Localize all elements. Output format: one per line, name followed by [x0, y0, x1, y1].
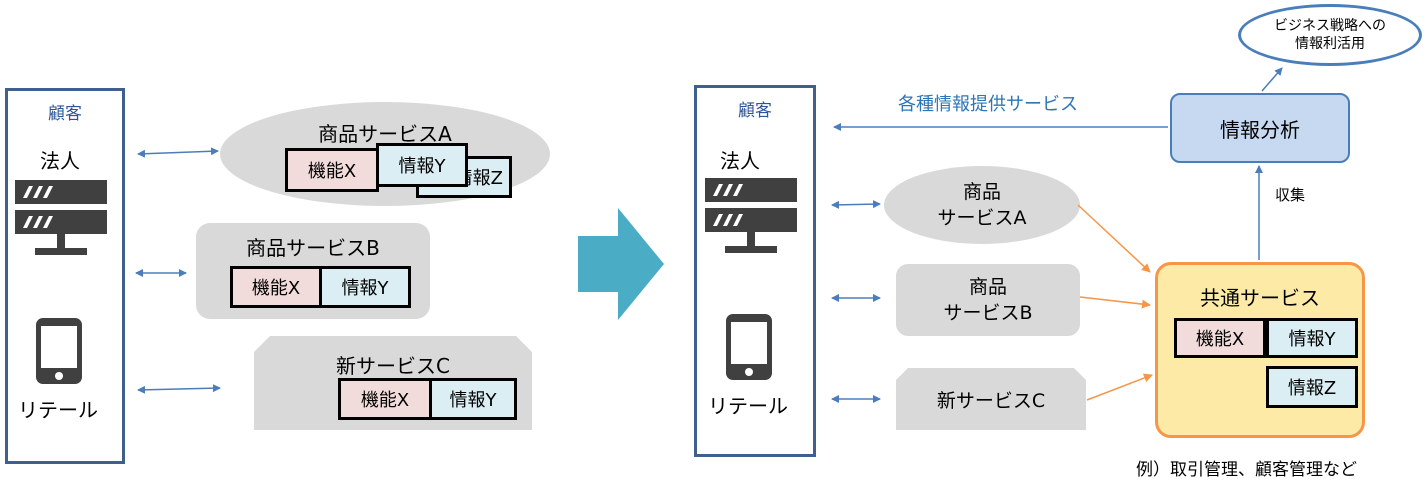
left-retail-label: リテール	[18, 398, 98, 422]
right-service-b-line2: サービスB	[943, 302, 1033, 324]
right-service-b: 商品 サービスB	[896, 264, 1080, 336]
common-service-title: 共通サービス	[1200, 286, 1320, 310]
right-service-c-label: 新サービスC	[936, 389, 1046, 412]
left-service-b-func-label: 機能X	[251, 278, 301, 299]
left-service-b-title: 商品サービスB	[246, 236, 380, 260]
orange-arrow-c	[1086, 373, 1153, 401]
right-service-c-shape	[896, 368, 1086, 430]
strategy-ellipse: ビジネス戦略への 情報利活用	[1238, 4, 1422, 66]
analysis-box: 情報分析	[1170, 93, 1350, 163]
server-icon	[705, 178, 797, 253]
example-text: 例）取引管理、顧客管理など	[1136, 460, 1357, 480]
left-customer-box: 顧客	[5, 88, 125, 464]
right-corporate-label: 法人	[720, 149, 760, 173]
right-customer-title: 顧客	[738, 101, 772, 121]
right-service-a-line2: サービスA	[937, 207, 1027, 229]
right-arrow-a	[831, 200, 881, 209]
right-service-a: 商品 サービスA	[884, 166, 1080, 244]
left-corporate-label: 法人	[40, 149, 80, 173]
strategy-arrow	[1261, 67, 1283, 92]
strategy-line2: 情報利活用	[1295, 36, 1365, 52]
left-customer-title: 顧客	[48, 104, 82, 124]
transition-arrow-icon	[578, 208, 664, 320]
right-customer-box: 顧客	[694, 85, 816, 457]
left-service-c-info-label: 情報Y	[449, 390, 497, 411]
info-service-label: 各種情報提供サービス	[898, 94, 1078, 115]
right-retail-label: リテール	[708, 394, 788, 418]
left-service-b-info: 情報Y	[319, 266, 411, 308]
server-icon	[15, 180, 107, 255]
common-func: 機能X	[1174, 318, 1266, 358]
left-service-c-title: 新サービスC	[336, 354, 450, 378]
left-service-c-func: 機能X	[338, 378, 432, 420]
left-service-a-info: 情報Y	[376, 143, 468, 187]
strategy-line1: ビジネス戦略への	[1274, 18, 1386, 34]
smartphone-icon	[726, 314, 772, 380]
orange-arrow-b	[1079, 296, 1151, 309]
collect-label: 収集	[1275, 186, 1306, 204]
left-arrow-c	[137, 384, 221, 394]
left-service-a-title: 商品サービスA	[318, 122, 452, 146]
analysis-label: 情報分析	[1220, 117, 1300, 142]
left-service-c-func-label: 機能X	[360, 390, 410, 411]
common-info-y-label: 情報Y	[1288, 329, 1336, 350]
left-service-b-info-label: 情報Y	[341, 278, 389, 299]
orange-arrow-a	[1077, 204, 1151, 273]
left-arrow-a	[137, 147, 219, 158]
left-service-c-info: 情報Y	[429, 378, 517, 420]
common-info-z-label: 情報Z	[1287, 378, 1337, 399]
left-service-b-func: 機能X	[230, 266, 322, 308]
left-service-a-func-label: 機能X	[307, 161, 357, 182]
common-info-z: 情報Z	[1266, 366, 1358, 408]
left-service-a-func: 機能X	[285, 148, 379, 192]
smartphone-icon	[36, 318, 82, 384]
right-service-b-line1: 商品	[968, 276, 1007, 298]
common-func-label: 機能X	[1195, 329, 1245, 350]
left-service-a-info-label: 情報Y	[398, 156, 446, 177]
right-service-a-line1: 商品	[962, 181, 1001, 203]
common-info-y: 情報Y	[1266, 318, 1358, 358]
